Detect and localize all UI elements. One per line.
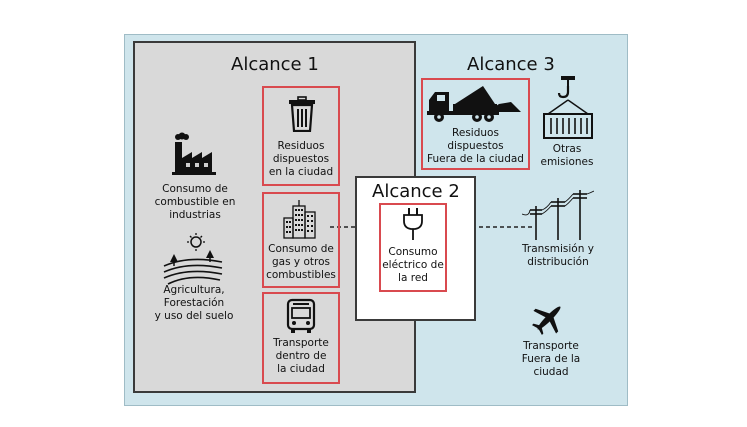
other-emissions-label: Otras emisiones [540, 143, 594, 168]
electricity-box [379, 203, 447, 292]
waste-outside-label: Residuos dispuestos Fuera de la ciudad [427, 127, 524, 165]
factory-icon [172, 132, 216, 175]
scope1-title: Alcance 1 [231, 54, 319, 75]
scope3-title: Alcance 3 [467, 54, 555, 75]
gas-fuels-box [262, 192, 340, 288]
trash-can-icon [289, 96, 315, 132]
waste-city-label: Residuos dispuestos en la ciudad [268, 140, 334, 178]
transport-city-box [262, 292, 340, 384]
gas-fuels-label: Consumo de gas y otros combustibles [266, 243, 336, 281]
industry-label: Consumo de combustible en industrias [154, 183, 236, 221]
waste-city-box [262, 86, 340, 186]
farm-field-icon [163, 233, 223, 285]
power-lines-icon [522, 190, 594, 240]
agriculture-label: Agricultura, Forestación y uso del suelo [154, 284, 234, 322]
transport-city-label: Transporte dentro de la ciudad [273, 337, 329, 375]
buildings-icon [283, 200, 316, 239]
bus-icon [286, 298, 316, 333]
crane-container-icon [543, 76, 593, 139]
electricity-label: Consumo eléctrico de la red [382, 246, 444, 284]
dump-truck-icon [427, 86, 521, 122]
scope2-title: Alcance 2 [372, 181, 460, 202]
transmission-label: Transmisión y distribución [522, 243, 594, 268]
plug-icon [403, 208, 423, 240]
airplane-icon [532, 306, 561, 335]
transport-outside-label: Transporte Fuera de la ciudad [521, 340, 581, 378]
scope2-panel [355, 176, 476, 321]
waste-outside-box [421, 78, 530, 170]
